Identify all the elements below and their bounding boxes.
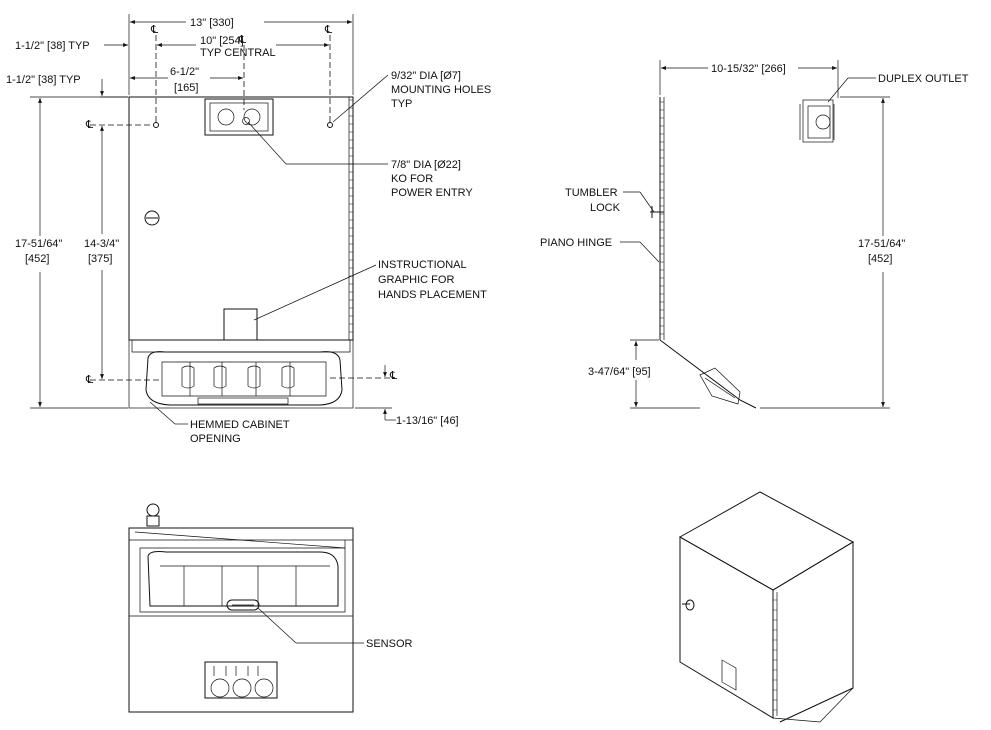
centerline-mark-left: ℄: [150, 24, 158, 36]
front-cabinet-door: [128, 96, 354, 341]
ko-power-line-2: KO FOR: [391, 173, 433, 185]
ko-offset-inches: 6-1/2": [170, 66, 199, 78]
bottom-sensor: [226, 599, 260, 611]
mounting-hole-left: [153, 122, 159, 128]
iso-top-face: [678, 491, 855, 591]
ko-offset-mm: [165]: [174, 82, 198, 94]
instructional-line-3: HANDS PLACEMENT: [378, 289, 487, 301]
bottom-hand-tray: [147, 551, 339, 607]
instructional-line-1: INSTRUCTIONAL: [378, 259, 467, 271]
mounting-holes-line-1: 9/32" DIA [Ø7]: [391, 70, 461, 82]
hemmed-line-2: OPENING: [190, 433, 241, 445]
side-view: 10-15/32" [266] DUPLEX OUTLET TUMBLER LO…: [540, 60, 969, 409]
instructional-graphic-box: [223, 308, 258, 341]
mounting-holes-line-3: TYP: [391, 98, 412, 110]
bottom-key: [146, 503, 160, 517]
front-height-inches: 17-51/64": [15, 238, 62, 250]
tumbler-line-2: LOCK: [590, 202, 621, 214]
side-bottom-dimension: 3-47/64" [95]: [588, 366, 651, 378]
isometric-view: [678, 491, 855, 723]
duplex-outlet-label: DUPLEX OUTLET: [878, 73, 969, 85]
mounting-holes-line-2: MOUNTING HOLES: [391, 84, 491, 96]
centerline-mark-right: ℄: [324, 24, 332, 36]
hemmed-line-1: HEMMED CABINET: [190, 419, 290, 431]
centerline-mark-right-lower: ℄: [389, 370, 397, 382]
front-lock: [144, 210, 160, 226]
width-dimension: 13" [330]: [190, 17, 234, 29]
piano-hinge-label: PIANO HINGE: [540, 237, 612, 249]
iso-front-face: [679, 536, 774, 719]
sensor-label: SENSOR: [366, 638, 413, 650]
iso-instructional-graphic: [721, 659, 737, 691]
iso-lock: [685, 599, 695, 611]
hole-vertical-mm: [375]: [88, 253, 112, 265]
side-outlet: [802, 99, 834, 143]
side-tray-profile: [699, 367, 741, 405]
tumbler-line-1: TUMBLER: [565, 187, 618, 199]
side-height-inches: 17-51/64": [858, 238, 905, 250]
bottom-outlet-box: [204, 661, 278, 699]
centerline-mark-center: ℄: [238, 34, 246, 46]
instructional-line-2: GRAPHIC FOR: [378, 274, 454, 286]
hole-spacing-note: TYP CENTRAL: [200, 47, 276, 59]
bottom-cabinet-outline: [128, 527, 354, 713]
side-height-mm: [452]: [868, 253, 892, 265]
side-tumbler-lock: [650, 206, 664, 218]
left-offset-side-dimension: 1-1/2" [38] TYP: [6, 74, 81, 86]
iso-side-face: [772, 541, 854, 723]
front-hand-tray: [145, 351, 343, 406]
front-height-mm: [452]: [25, 253, 49, 265]
centerline-mark-upper: ℄: [85, 119, 93, 131]
front-outlet-box: [204, 98, 274, 136]
bottom-offset-dimension: 1-13/16" [46]: [396, 415, 459, 427]
left-offset-top-dimension: 1-1/2" [38] TYP: [15, 40, 90, 52]
depth-dimension: 10-15/32" [266]: [711, 63, 786, 75]
hole-vertical-inches: 14-3/4": [84, 238, 119, 250]
mounting-hole-right: [327, 122, 333, 128]
bottom-view: SENSOR: [128, 503, 413, 713]
front-view: ℄ ℄ ℄ ℄ ℄ ℄ 13" [330] 10" [254] TYP CENT…: [6, 14, 491, 445]
hole-spacing-dimension: 10" [254]: [200, 35, 244, 47]
ko-power-line-3: POWER ENTRY: [391, 187, 473, 199]
centerline-mark-lower: ℄: [85, 374, 93, 386]
ko-power-line-1: 7/8" DIA [Ø22]: [391, 159, 461, 171]
